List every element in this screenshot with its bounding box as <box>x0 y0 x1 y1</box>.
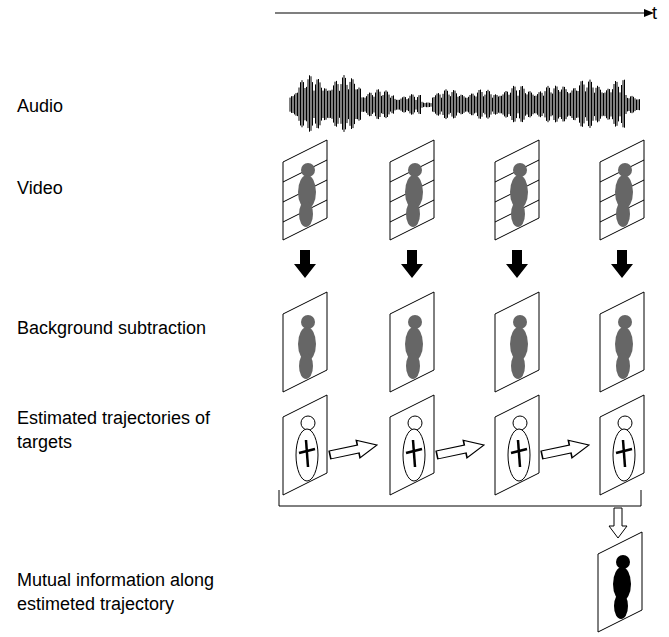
video-frames <box>283 140 644 240</box>
time-axis <box>275 9 654 17</box>
process-arrows <box>294 250 633 278</box>
result-arrow <box>609 508 627 538</box>
row-label: Video <box>17 176 217 200</box>
audio-waveform <box>290 75 640 132</box>
bracket <box>279 490 641 506</box>
row-label: Estimated trajectories of targets <box>17 406 227 454</box>
row-label: Background subtraction <box>17 316 267 340</box>
row-label: Audio <box>17 94 217 118</box>
time-label: t <box>652 1 666 25</box>
row-label: Mutual information along estimeted traje… <box>17 568 267 616</box>
trajectory-frames <box>283 395 644 495</box>
subtracted-frames <box>283 292 644 392</box>
mutual-information-frame <box>598 532 642 632</box>
